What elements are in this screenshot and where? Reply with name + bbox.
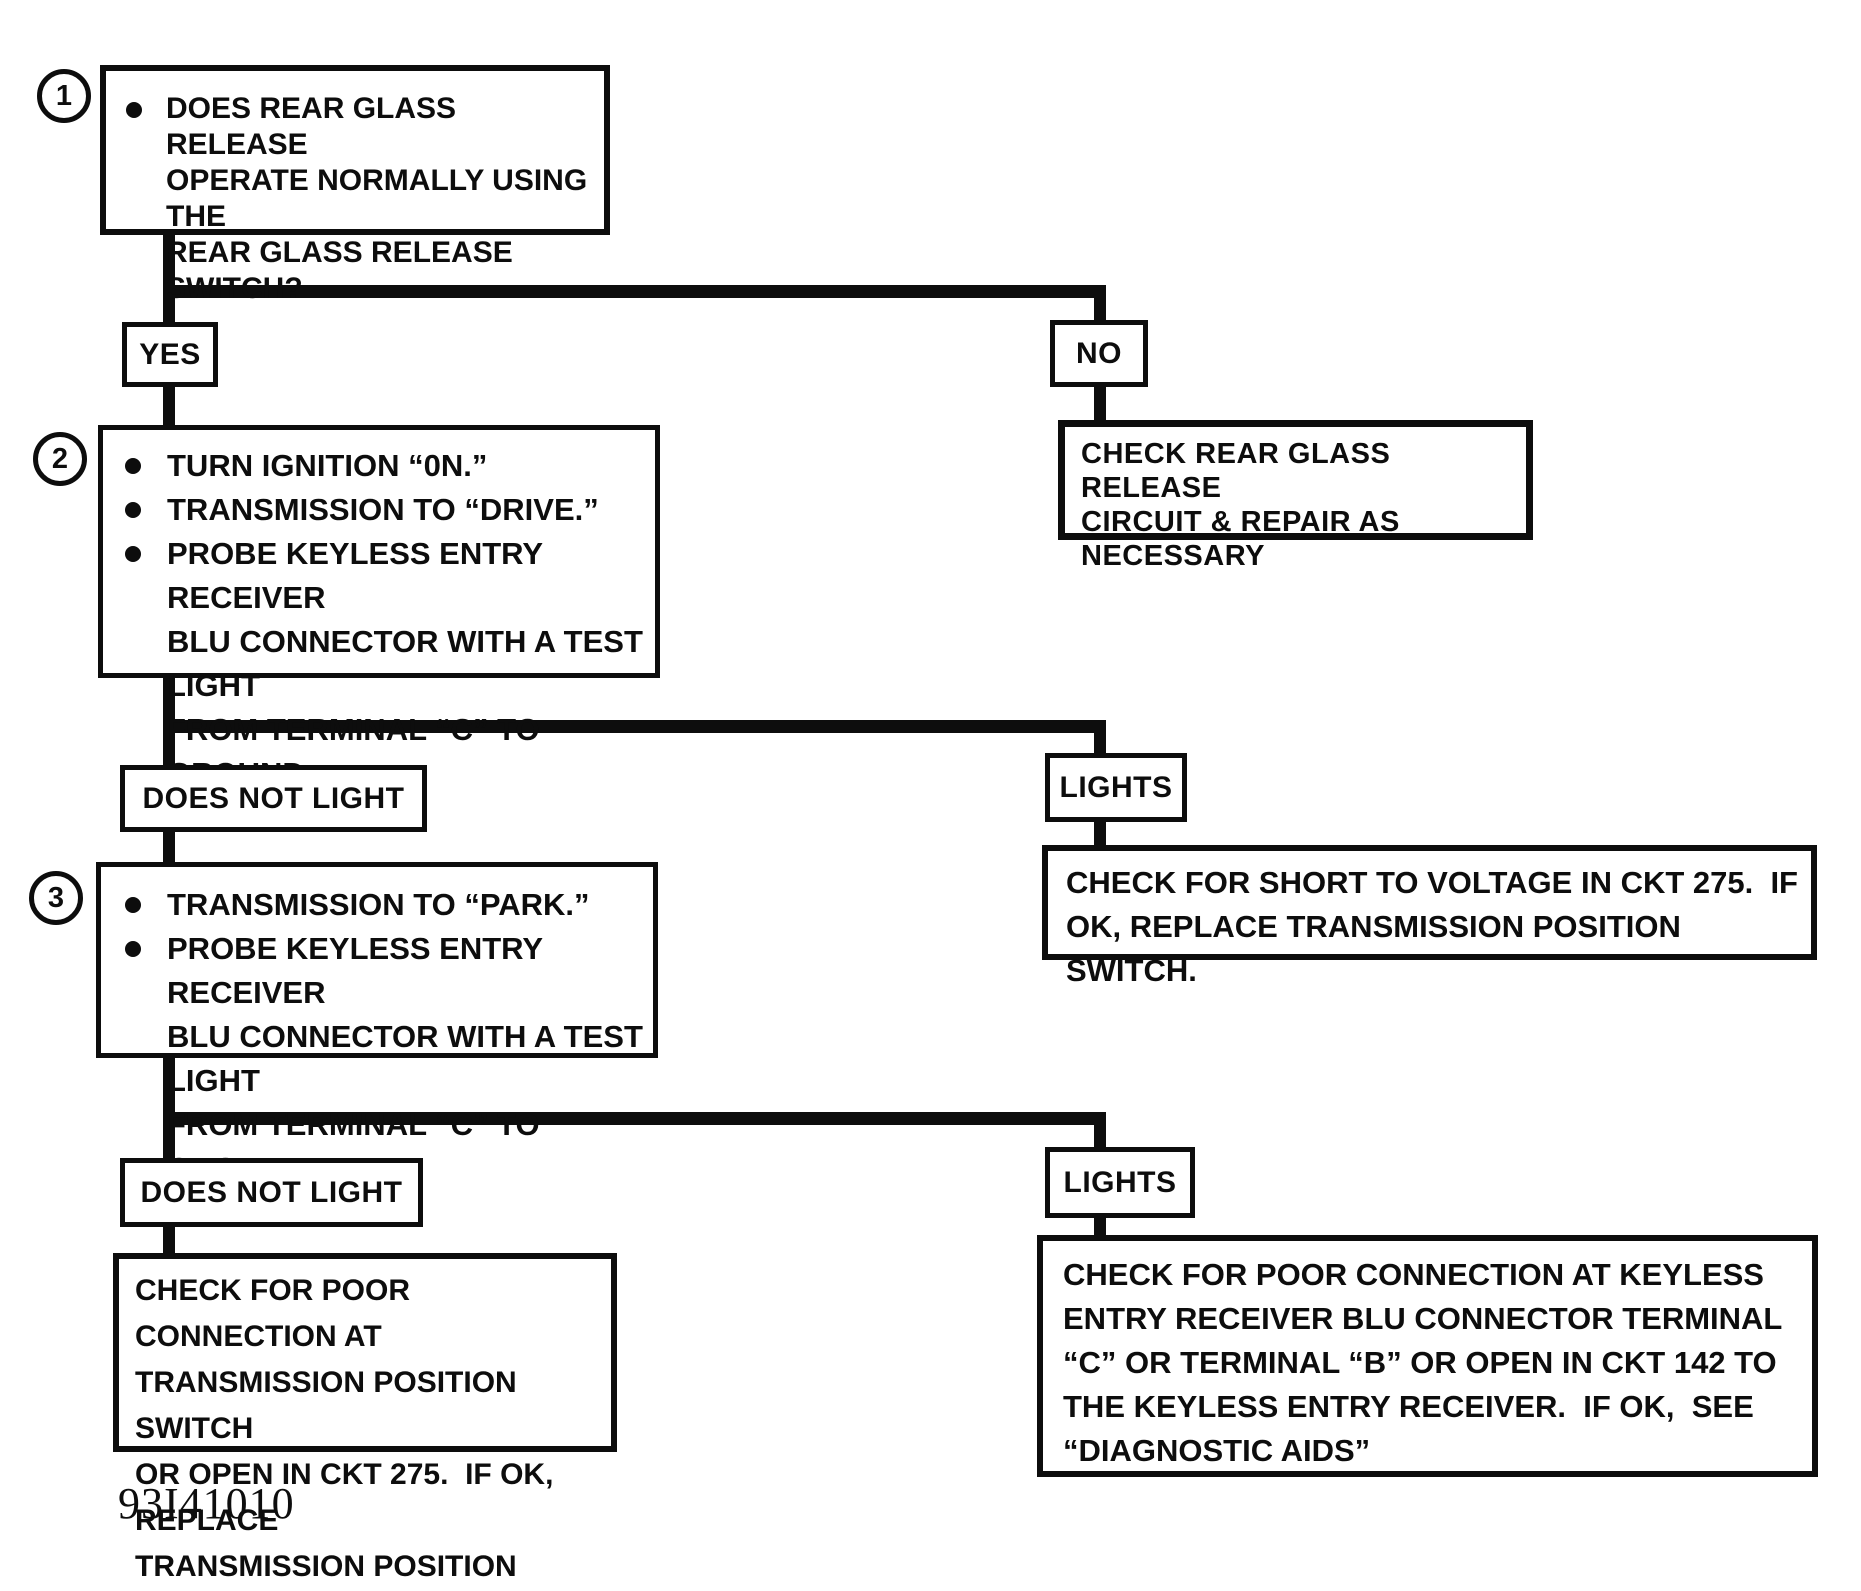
step1-number-badge: 1 — [37, 69, 91, 123]
connector-branch3-to-lights2 — [1094, 1112, 1106, 1150]
document-code: 93I41010 — [118, 1479, 295, 1528]
connector-yes-to-step2 — [163, 387, 175, 427]
branch2-does-not-light-label: DOES NOT LIGHT — [120, 765, 427, 832]
bullet-dot — [125, 897, 141, 913]
step2-number-badge: 2 — [33, 432, 87, 486]
step3-bullet-1: TRANSMISSION TO “PARK.” — [167, 887, 590, 922]
does-not-light2-outcome-text: CHECK FOR POOR CONNECTION AT TRANSMISSIO… — [135, 1274, 554, 1583]
lights2-outcome-box: CHECK FOR POOR CONNECTION AT KEYLESS ENT… — [1037, 1235, 1818, 1477]
connector-branch1-to-no — [1094, 285, 1106, 323]
lights1-text: LIGHTS — [1059, 770, 1173, 804]
branch1-yes-label: YES — [122, 322, 218, 387]
bullet-dot — [125, 546, 141, 562]
branch1-no-label: NO — [1050, 320, 1148, 387]
step2-bullet-2: TRANSMISSION TO “DRIVE.” — [167, 492, 599, 527]
step3-action-box: TRANSMISSION TO “PARK.” PROBE KEYLESS EN… — [96, 862, 658, 1186]
step1-question-box: DOES REAR GLASS RELEASE OPERATE NORMALLY… — [100, 65, 610, 305]
connector-step1-to-yes — [163, 235, 175, 325]
bullet-dot — [125, 941, 141, 957]
lights2-outcome-text: CHECK FOR POOR CONNECTION AT KEYLESS ENT… — [1063, 1257, 1783, 1468]
bullet-dot — [125, 502, 141, 518]
connector-branch2-horizontal — [163, 720, 1106, 733]
step3-number: 3 — [47, 881, 65, 914]
yes-text: YES — [139, 337, 201, 371]
connector-branch3-horizontal — [163, 1112, 1106, 1125]
does-not-light2-text: DOES NOT LIGHT — [140, 1175, 403, 1209]
bullet-dot — [126, 102, 142, 118]
connector-no-to-outcome — [1094, 387, 1106, 422]
step1-question-text: DOES REAR GLASS RELEASE OPERATE NORMALLY… — [166, 92, 588, 305]
connector-lights1-to-outcome — [1094, 822, 1106, 847]
bullet-dot — [125, 458, 141, 474]
no-outcome-text: CHECK REAR GLASS RELEASE CIRCUIT & REPAI… — [1081, 438, 1400, 572]
step2-bullet-3: PROBE KEYLESS ENTRY RECEIVER BLU CONNECT… — [167, 536, 643, 791]
step2-number: 2 — [51, 442, 69, 475]
branch3-lights-label: LIGHTS — [1045, 1147, 1195, 1218]
branch2-lights-label: LIGHTS — [1045, 753, 1187, 822]
does-not-light1-text: DOES NOT LIGHT — [142, 781, 405, 815]
connector-does-not-light1-to-step3 — [163, 832, 175, 864]
no-outcome-box: CHECK REAR GLASS RELEASE CIRCUIT & REPAI… — [1058, 420, 1533, 572]
connector-branch2-to-lights1 — [1094, 720, 1106, 756]
step1-number: 1 — [55, 79, 73, 112]
connector-does-not-light2-to-outcome — [163, 1227, 175, 1255]
step3-number-badge: 3 — [29, 871, 83, 925]
lights2-text: LIGHTS — [1063, 1165, 1177, 1199]
step3-bullet-2: PROBE KEYLESS ENTRY RECEIVER BLU CONNECT… — [167, 931, 643, 1186]
step2-bullet-1: TURN IGNITION “0N.” — [167, 448, 488, 483]
connector-lights2-to-outcome — [1094, 1218, 1106, 1238]
connector-branch1-horizontal — [163, 285, 1106, 298]
no-text: NO — [1076, 336, 1122, 370]
branch3-does-not-light-label: DOES NOT LIGHT — [120, 1158, 423, 1227]
does-not-light2-outcome-box: CHECK FOR POOR CONNECTION AT TRANSMISSIO… — [113, 1253, 617, 1583]
connector-step3-to-does-not-light2 — [163, 1058, 175, 1160]
step2-action-box: TURN IGNITION “0N.” TRANSMISSION TO “DRI… — [98, 425, 660, 791]
lights1-outcome-text: CHECK FOR SHORT TO VOLTAGE IN CKT 275. I… — [1066, 865, 1798, 988]
lights1-outcome-box: CHECK FOR SHORT TO VOLTAGE IN CKT 275. I… — [1042, 845, 1817, 988]
